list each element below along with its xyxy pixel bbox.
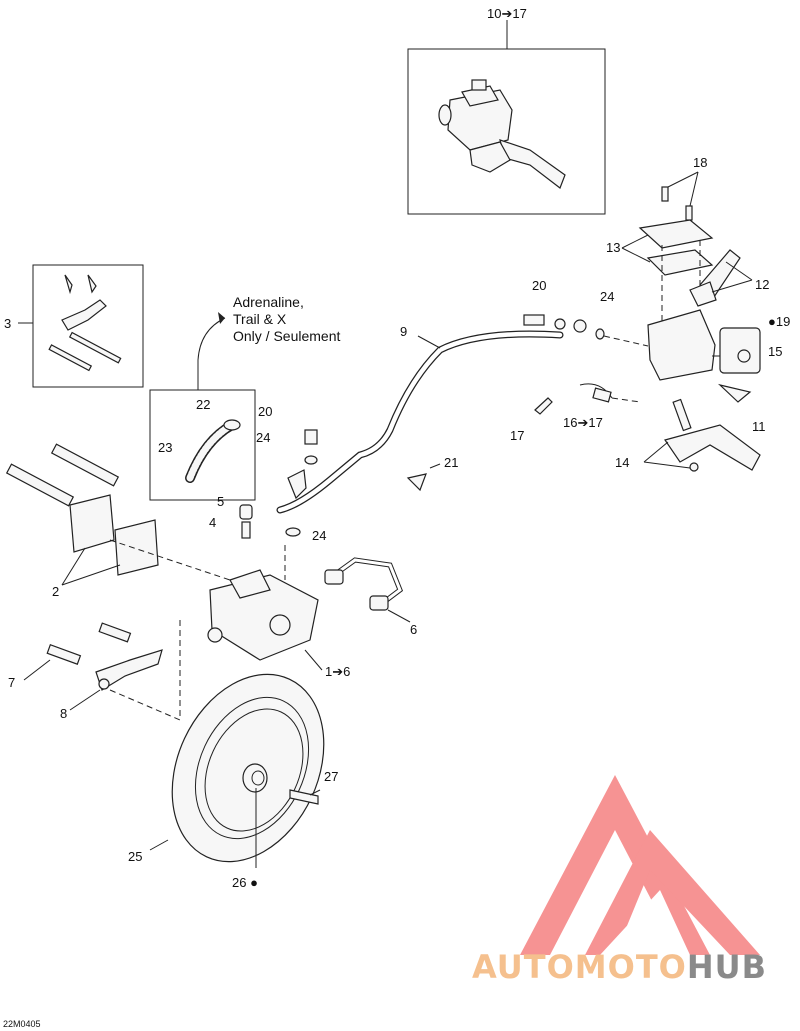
bleeder-bolt — [304, 429, 318, 445]
label-15: 15 — [768, 344, 782, 359]
label-20-upper: 20 — [532, 278, 546, 293]
label-16-17: 16➔17 — [563, 415, 603, 430]
brake-disc — [149, 673, 325, 868]
label-9: 9 — [400, 324, 407, 339]
label-20-middle: 20 — [258, 404, 272, 419]
label-3: 3 — [4, 316, 11, 331]
watermark-text: AUTOMOTOHUB — [472, 948, 767, 986]
bleeder-cap — [239, 504, 253, 520]
caliper-bracket — [23, 620, 181, 721]
label-11: 11 — [752, 419, 766, 434]
drop-icon: ● — [246, 875, 257, 890]
pad-hardware-parts — [48, 274, 122, 372]
label-19: ●19 — [768, 314, 790, 329]
label-7: 7 — [8, 675, 15, 690]
label-25: 25 — [128, 849, 142, 864]
label-21: 21 — [444, 455, 458, 470]
note-line-2: Trail & X — [233, 311, 287, 327]
label-22: 22 — [196, 397, 210, 412]
label-12: 12 — [755, 277, 769, 292]
brake-caliper — [207, 545, 323, 671]
brake-line — [324, 557, 411, 623]
label-1-6: 1➔6 — [325, 664, 350, 679]
banjo-bolt-upper — [523, 314, 649, 347]
brake-pads-and-bolts — [5, 443, 231, 586]
label-8: 8 — [60, 706, 67, 721]
label-24-upper: 24 — [600, 289, 614, 304]
label-27: 27 — [324, 769, 338, 784]
label-26: 26 ● — [232, 875, 258, 890]
label-10-17: 10➔17 — [487, 6, 527, 21]
label-6: 6 — [410, 622, 417, 637]
label-13: 13 — [606, 240, 620, 255]
drive-key — [289, 789, 321, 805]
drop-icon: ● — [768, 314, 776, 329]
watermark-logo — [520, 775, 760, 955]
label-24-middle: 24 — [256, 430, 270, 445]
master-cylinder-parts — [534, 171, 761, 472]
pad-hardware-inset-box — [32, 264, 144, 388]
vent-hose-inset-box — [149, 389, 256, 501]
label-14: 14 — [615, 455, 629, 470]
diagram-code: 22M0405 — [3, 1019, 41, 1029]
label-5: 5 — [217, 494, 224, 509]
note-line-1: Adrenaline, — [233, 294, 304, 310]
label-17: 17 — [510, 428, 524, 443]
label-2: 2 — [52, 584, 59, 599]
label-4: 4 — [209, 515, 216, 530]
brake-hose — [276, 330, 564, 514]
bleeder-screw — [241, 521, 251, 539]
label-23: 23 — [158, 440, 172, 455]
label-24-lower: 24 — [312, 528, 326, 543]
vent-hose-parts — [185, 419, 241, 483]
note-line-3: Only / Seulement — [233, 328, 340, 344]
label-18: 18 — [693, 155, 707, 170]
hose-clip — [406, 473, 427, 492]
master-cylinder-assembly-illustration — [438, 79, 566, 189]
